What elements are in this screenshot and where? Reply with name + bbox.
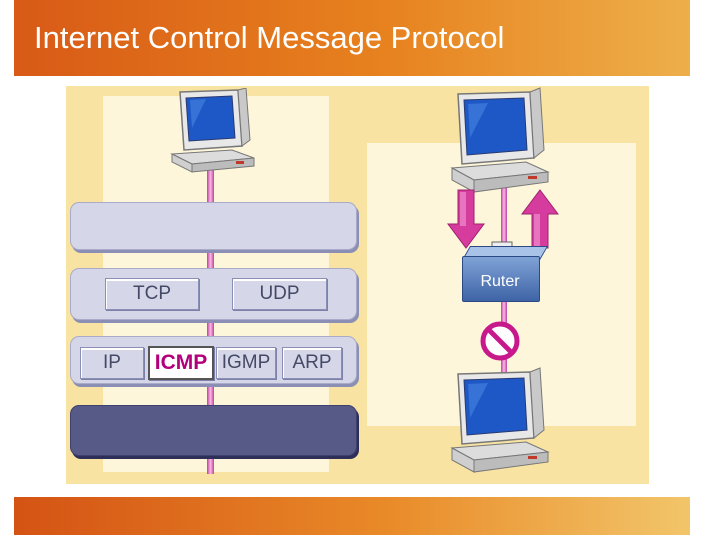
computer-icon: [450, 367, 550, 473]
tcp-box: TCP: [105, 278, 199, 310]
up-arrow-icon: [521, 189, 559, 249]
footer-bar: [14, 497, 690, 535]
title-bar: Internet Control Message Protocol: [14, 0, 690, 76]
router-label: Ruter: [480, 273, 520, 290]
application-layer: [70, 202, 357, 250]
link-layer: [70, 405, 357, 456]
icmp-box: ICMP: [148, 346, 214, 380]
host-cable: [207, 170, 214, 474]
router-icon: [462, 256, 540, 302]
igmp-box: IGMP: [216, 347, 276, 379]
computer-icon: [450, 87, 550, 193]
down-arrow-icon: [447, 189, 485, 249]
udp-box: UDP: [232, 278, 327, 310]
slide-title: Internet Control Message Protocol: [34, 20, 505, 55]
blocked-sign-icon: [480, 321, 520, 361]
computer-icon: [170, 88, 255, 173]
arp-box: ARP: [282, 347, 342, 379]
ip-box: IP: [80, 347, 144, 379]
